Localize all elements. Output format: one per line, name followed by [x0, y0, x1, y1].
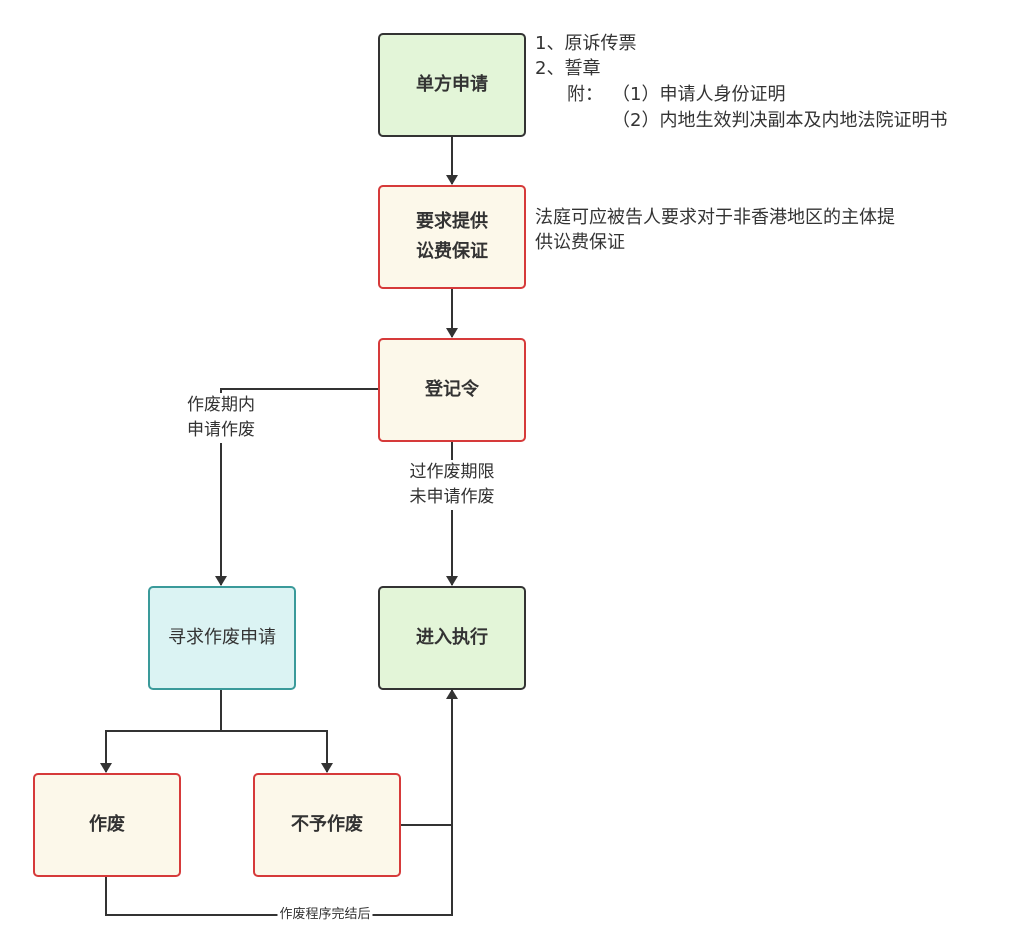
- edge-seek-branch-right: [221, 730, 333, 773]
- note-document-1: 1、原诉传票: [535, 33, 637, 54]
- node-label: 作废: [89, 814, 125, 835]
- node-unilateral-application: 单方申请: [378, 33, 526, 137]
- edge-label-past-period: 过作废期限 未申请作废: [409, 460, 495, 510]
- node-set-aside: 作废: [33, 773, 181, 877]
- node-label: 进入执行: [416, 627, 488, 648]
- note-attachment-label: 附：: [567, 84, 603, 105]
- note-security-line-2: 供讼费保证: [535, 232, 625, 253]
- edge-label-line: 作废期内: [187, 395, 255, 415]
- node-label: 不予作废: [291, 814, 363, 835]
- edge-seek-branch: [100, 689, 222, 773]
- note-security-line-1: 法庭可应被告人要求对于非香港地区的主体提: [535, 207, 895, 228]
- node-label: 要求提供 讼费保证: [416, 211, 488, 262]
- node-enter-enforcement: 进入执行: [378, 586, 526, 690]
- node-registration-order: 登记令: [378, 338, 526, 442]
- edge-label-line: 未申请作废: [409, 487, 495, 507]
- edge-registration-to-seek: [215, 388, 378, 586]
- note-attachment-1: （1）申请人身份证明: [612, 84, 786, 105]
- note-attachment-2: （2）内地生效判决副本及内地法院证明书: [612, 110, 948, 131]
- node-security-for-costs: 要求提供 讼费保证: [378, 185, 526, 289]
- edge-label-line: 过作废期限: [409, 462, 495, 482]
- node-label: 单方申请: [416, 74, 488, 95]
- node-not-set-aside: 不予作废: [253, 773, 401, 877]
- edge-label-after-procedure: 作废程序完结后: [277, 907, 373, 923]
- edge-label-line: 申请作废: [187, 420, 255, 440]
- node-label: 登记令: [425, 379, 479, 400]
- node-seek-set-aside: 寻求作废申请: [148, 586, 296, 690]
- node-label: 寻求作废申请: [168, 627, 276, 648]
- note-document-2: 2、誓章: [535, 58, 601, 79]
- edge-label-within-period: 作废期内 申请作废: [187, 393, 255, 443]
